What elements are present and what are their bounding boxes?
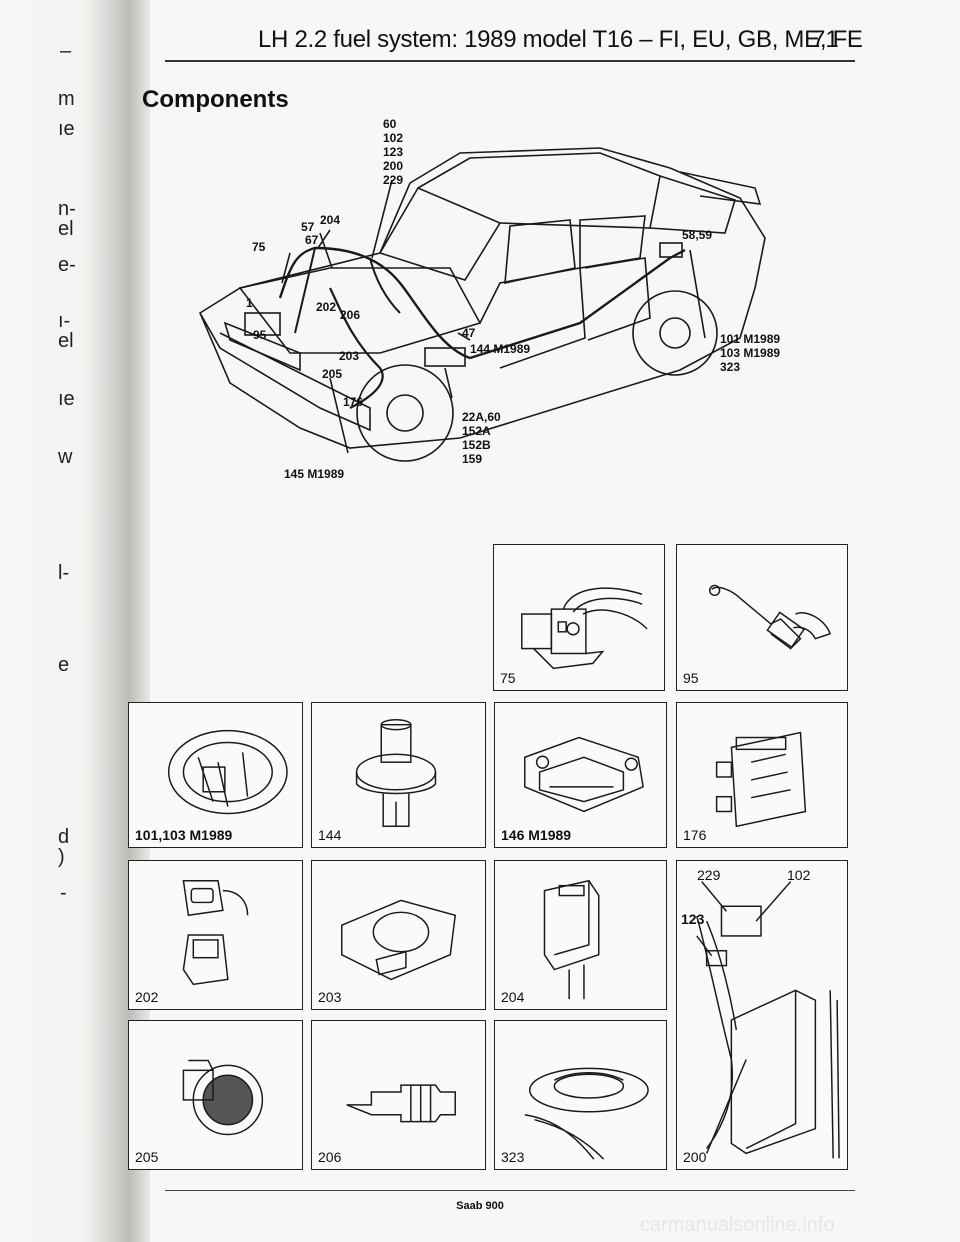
component-panel-205: 205 <box>128 1020 303 1170</box>
component-panel-203: 203 <box>311 860 486 1010</box>
callout-57: 57 <box>301 220 315 234</box>
margin-fragment: n- <box>58 198 76 220</box>
callout-58-59: 58,59 <box>682 228 713 242</box>
panel-caption: 144 <box>318 827 342 843</box>
panel-caption: 204 <box>501 989 525 1005</box>
panel-caption: 203 <box>318 989 342 1005</box>
label-102: 102 <box>787 867 811 883</box>
section-title: Components <box>142 86 289 113</box>
label-200: 200 <box>683 1149 707 1165</box>
callout-stack-bottom: 22A,60 152A 152B 159 <box>462 410 501 466</box>
panel-caption: 323 <box>501 1149 525 1165</box>
component-panel-323: 323 <box>494 1020 667 1170</box>
margin-fragment: ) <box>58 846 65 868</box>
label-123: 123 <box>681 911 705 927</box>
panel-caption: 95 <box>683 670 699 686</box>
margin-fragment: ıe <box>58 388 75 410</box>
margin-fragment: d <box>58 826 70 848</box>
callout-67: 67 <box>305 233 319 247</box>
component-panel-202: 202 <box>128 860 303 1010</box>
component-panel-176: 176 <box>676 702 848 848</box>
label-229: 229 <box>697 867 721 883</box>
callout-145: 145 M1989 <box>284 467 345 481</box>
panel-caption: 202 <box>135 989 159 1005</box>
margin-fragment: ıe <box>58 118 75 140</box>
callout-206: 206 <box>340 308 361 322</box>
callout-95: 95 <box>253 328 267 342</box>
margin-fragment: m <box>58 88 75 110</box>
fuel-pump-illustration <box>167 729 288 815</box>
callout-stack-top: 60 102 123 200 229 <box>383 117 404 187</box>
component-panel-75: 75 <box>493 544 665 691</box>
margin-fragment: l- <box>58 562 70 584</box>
control-unit-illustration <box>715 731 807 828</box>
callout-204: 204 <box>320 213 341 227</box>
panel-caption: 206 <box>318 1149 342 1165</box>
throttle-switch-illustration <box>341 899 457 981</box>
panel-caption: 146 M1989 <box>501 827 572 843</box>
callout-202: 202 <box>316 300 337 314</box>
callout-176: 176 <box>343 395 364 409</box>
margin-fragment: w <box>58 446 73 468</box>
callout-47: 47 <box>462 326 476 340</box>
page-footer: Saab 900 <box>456 1200 504 1212</box>
page-binding-shadow <box>0 0 150 1242</box>
watermark: carmanualsonline.info <box>640 1214 835 1236</box>
component-panel-206: 206 <box>311 1020 486 1170</box>
panel-caption: 205 <box>135 1149 159 1165</box>
margin-fragment: el <box>58 330 74 352</box>
margin-fragment: – <box>60 40 72 62</box>
air-mass-meter-illustration <box>182 1059 264 1136</box>
component-panel-ecu-assembly: 229 102 123 200 <box>676 860 848 1170</box>
callout-75: 75 <box>252 240 266 254</box>
callout-205: 205 <box>322 367 343 381</box>
temperature-sensor-illustration <box>708 584 831 650</box>
callout-stack-right: 101 M1989 103 M1989 323 <box>720 332 781 374</box>
ignition-module-illustration <box>524 736 644 813</box>
panel-caption: 101,103 M1989 <box>135 827 233 843</box>
component-panel-95: 95 <box>676 544 848 691</box>
injector-illustration <box>346 1084 456 1123</box>
relay-illustration <box>543 879 600 1000</box>
ecu-harness-illustration <box>696 881 840 1159</box>
header-rule <box>165 60 855 62</box>
margin-fragment: ı- <box>58 310 71 332</box>
car-wiring-illustration <box>198 147 766 462</box>
component-panel-204: 204 <box>494 860 667 1010</box>
pressure-switch-illustration <box>355 719 437 828</box>
relay-connector-illustration <box>521 587 648 670</box>
margin-fragment: el <box>58 218 74 240</box>
component-panel-144: 144 <box>311 702 486 848</box>
margin-fragment: - <box>60 882 67 904</box>
footer-rule <box>165 1190 855 1191</box>
margin-fragment: e <box>58 654 70 676</box>
component-panel-101: 101,103 M1989 <box>128 702 303 848</box>
page-number: 71 <box>812 26 839 53</box>
callout-1: 1 <box>246 296 253 310</box>
callout-144: 144 M1989 <box>470 342 531 356</box>
panel-caption: 75 <box>500 670 516 686</box>
margin-fragment: e- <box>58 254 76 276</box>
fuel-pump-harness-illustration <box>524 1067 649 1160</box>
page-header-title: LH 2.2 fuel system: 1989 model T16 – FI,… <box>258 26 863 53</box>
callout-203: 203 <box>339 349 360 363</box>
panel-caption: 176 <box>683 827 707 843</box>
connector-illustration <box>182 879 249 986</box>
component-panel-146: 146 M1989 <box>494 702 667 848</box>
